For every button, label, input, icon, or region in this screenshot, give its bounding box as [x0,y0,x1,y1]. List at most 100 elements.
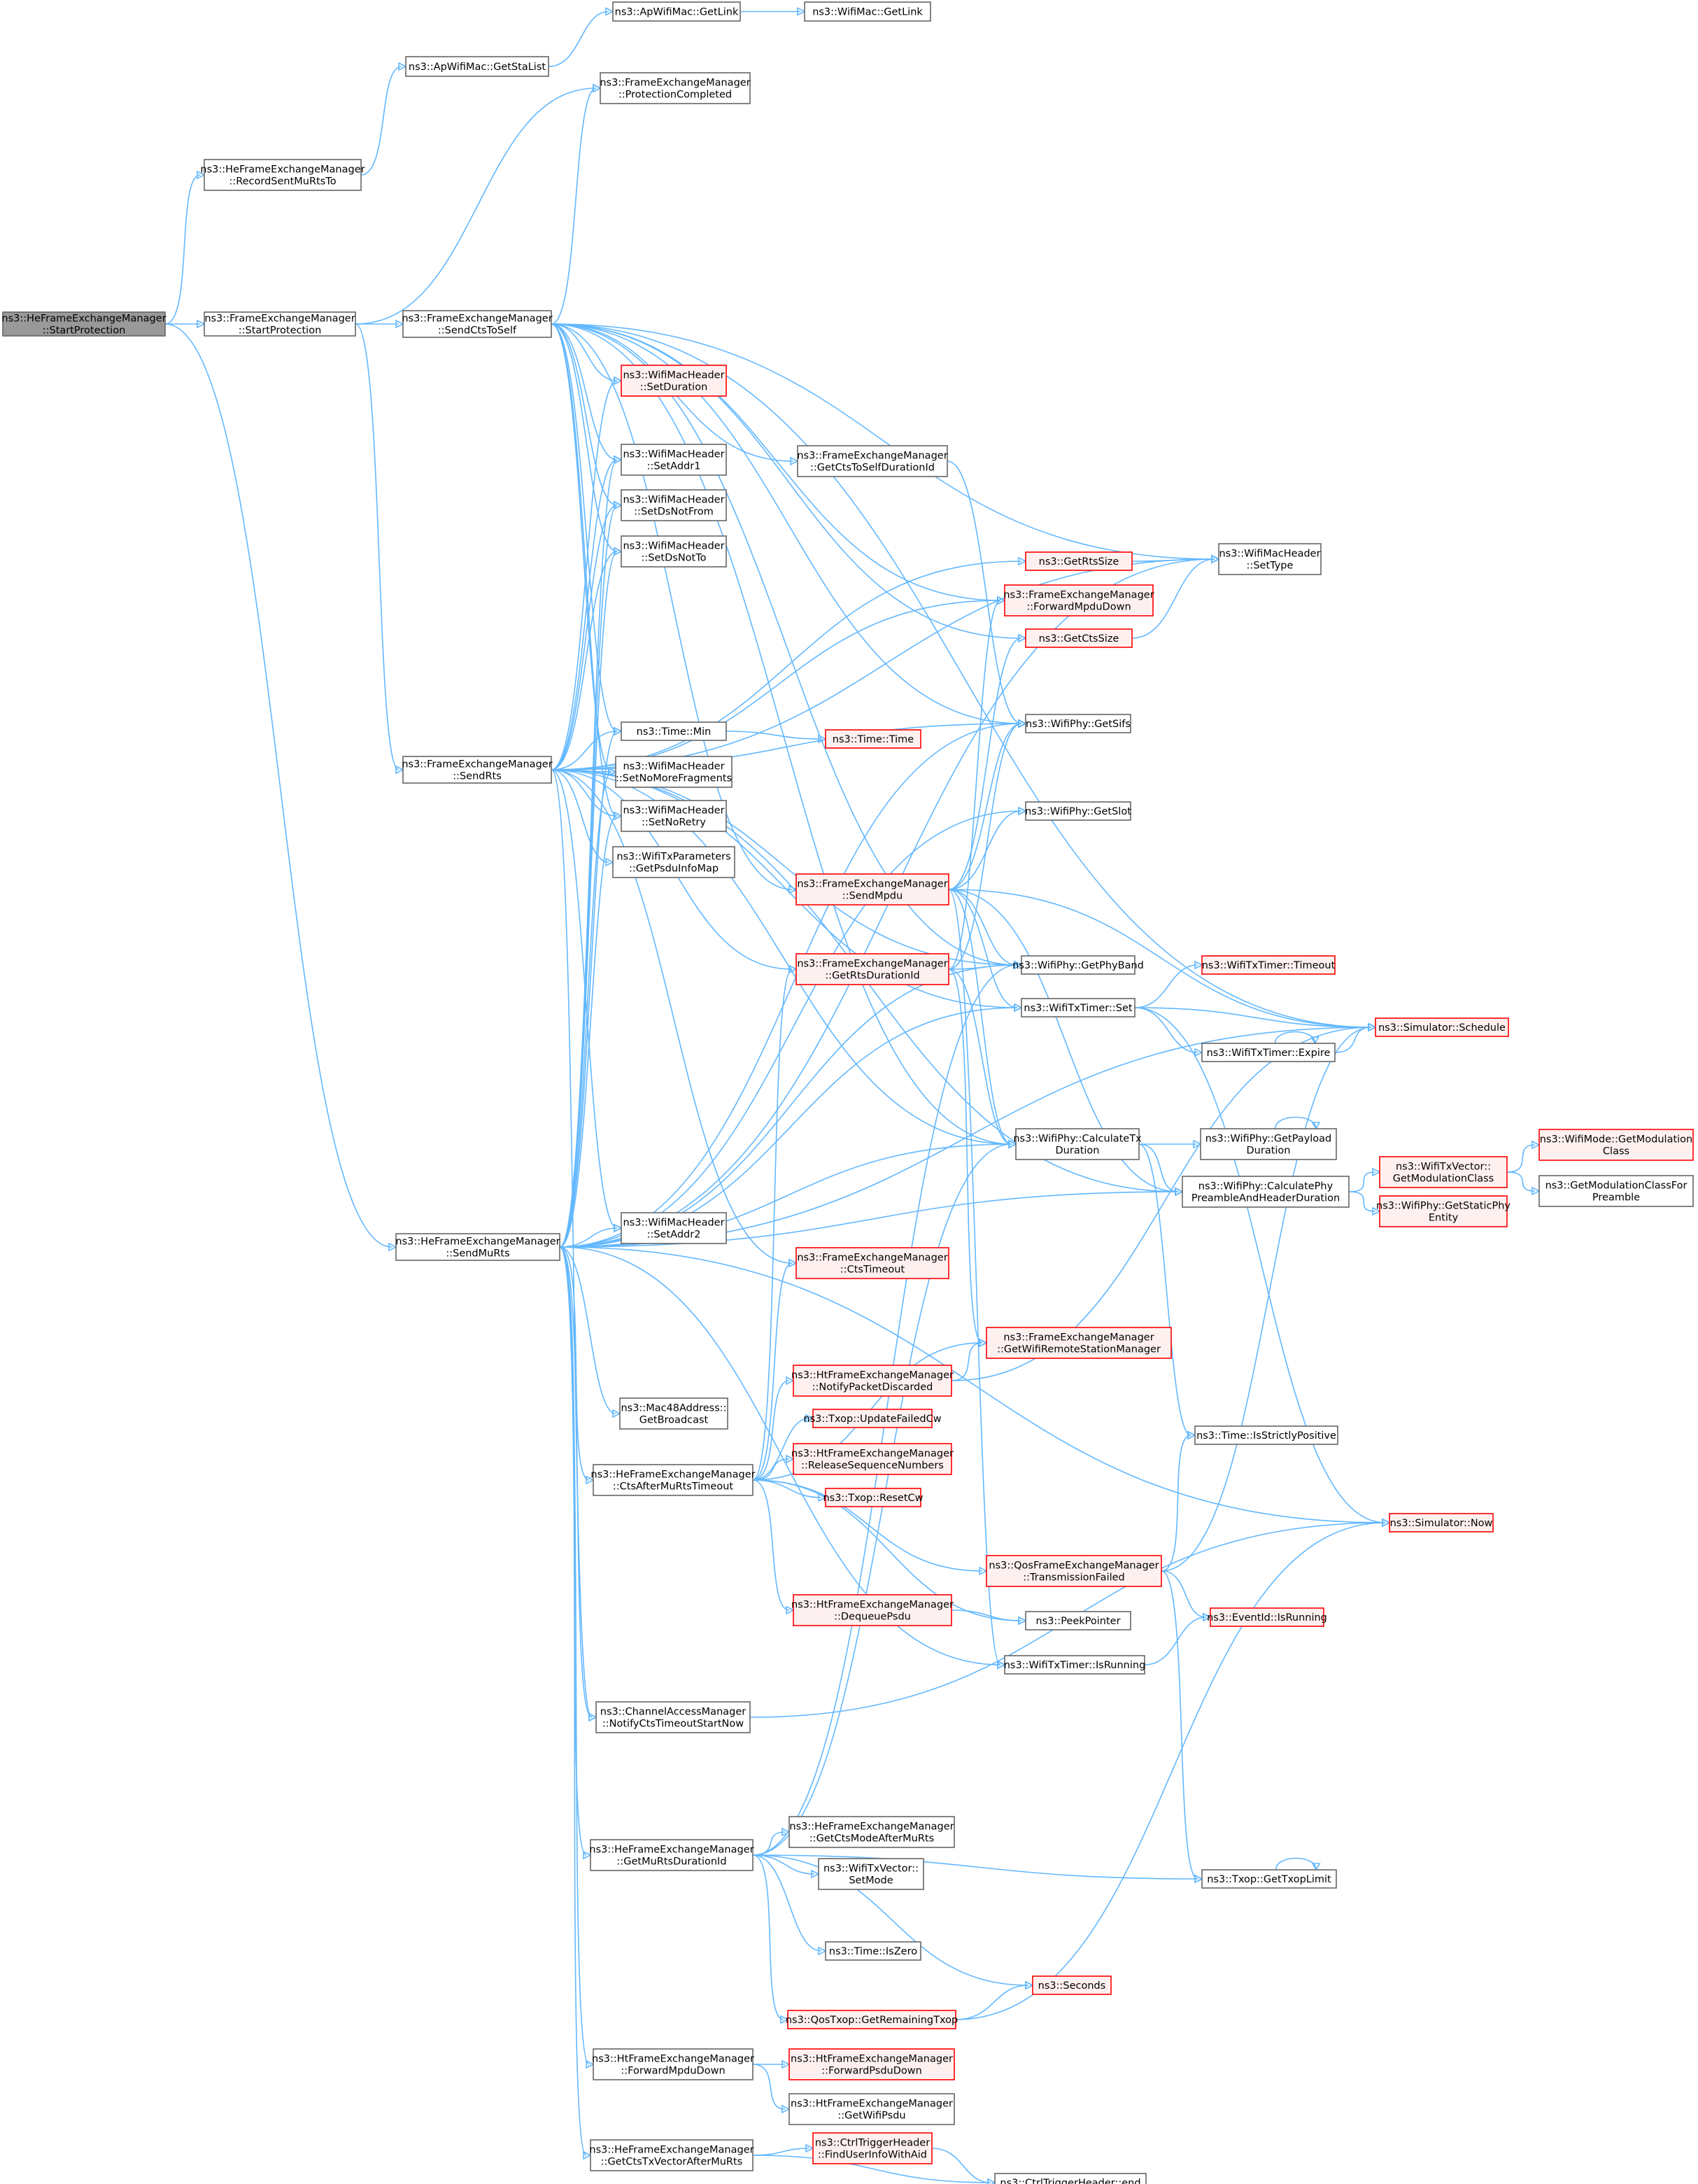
function-node-seconds[interactable]: ns3::Seconds [1032,1975,1112,1995]
function-node-sendCtsToSelf[interactable]: ns3::FrameExchangeManager::SendCtsToSelf [402,310,553,338]
node-label-line: ::CtsTimeout [840,1264,905,1276]
arrowhead [781,2104,791,2114]
node-label-line: ns3::WifiPhy::GetSlot [1025,806,1131,817]
function-node-mac48Broadcast[interactable]: ns3::Mac48Address::GetBroadcast [619,1397,728,1430]
function-node-txvSetMode[interactable]: ns3::WifiTxVector::SetMode [818,1858,924,1890]
function-node-getTxopLimit[interactable]: ns3::Txop::GetTxopLimit [1201,1869,1337,1889]
function-node-setType[interactable]: ns3::WifiMacHeader::SetType [1218,543,1322,575]
function-node-calcPhyPre[interactable]: ns3::WifiPhy::CalculatePhyPreambleAndHea… [1182,1176,1350,1208]
function-node-timerTimeout[interactable]: ns3::WifiTxTimer::Timeout [1201,955,1336,975]
function-node-ctsTimeout[interactable]: ns3::FrameExchangeManager::CtsTimeout [795,1247,949,1279]
function-node-heGetCtsTxv[interactable]: ns3::HeFrameExchangeManager::GetCtsTxVec… [589,2139,754,2171]
node-label-line: ::StartProtection [43,325,126,337]
function-node-heGetCtsMode[interactable]: ns3::HeFrameExchangeManager::GetCtsModeA… [788,1816,955,1848]
function-node-ctsAfterMuRts[interactable]: ns3::HeFrameExchangeManager::CtsAfterMuR… [590,1464,756,1496]
function-node-peekPointer[interactable]: ns3::PeekPointer [1025,1611,1131,1630]
function-node-htGetWifiPsdu[interactable]: ns3::HtFrameExchangeManager::GetWifiPsdu [788,2093,955,2125]
function-node-notifyCtsTimeout[interactable]: ns3::ChannelAccessManager::NotifyCtsTime… [595,1701,751,1733]
node-box [395,1233,560,1261]
function-node-sendMpdu[interactable]: ns3::FrameExchangeManager::SendMpdu [795,873,949,906]
function-node-getSlot[interactable]: ns3::WifiPhy::GetSlot [1025,801,1131,821]
function-node-simSchedule[interactable]: ns3::Simulator::Schedule [1375,1017,1509,1037]
function-node-isStrictlyPos[interactable]: ns3::Time::IsStrictlyPositive [1194,1425,1338,1445]
function-node-sendRts[interactable]: ns3::FrameExchangeManager::SendRts [402,756,553,784]
function-node-fwdMpduDown[interactable]: ns3::FrameExchangeManager::ForwardMpduDo… [1003,584,1154,617]
call-edges [164,7,1541,2184]
function-node-getStaList[interactable]: ns3::ApWifiMac::GetStaList [405,56,549,77]
function-node-setAddr2[interactable]: ns3::WifiMacHeader::SetAddr2 [621,1212,727,1244]
function-node-getPsduInfoMap[interactable]: ns3::WifiTxParameters::GetPsduInfoMap [612,846,735,878]
function-node-getRtsDurId[interactable]: ns3::FrameExchangeManager::GetRtsDuratio… [795,953,949,985]
function-node-sendMuRts[interactable]: ns3::HeFrameExchangeManager::SendMuRts [395,1233,560,1261]
call-edge-timerSet-to-timerExpire [1134,1007,1203,1057]
function-node-setAddr1[interactable]: ns3::WifiMacHeader::SetAddr1 [621,444,727,476]
function-node-apGetLink[interactable]: ns3::ApWifiMac::GetLink [612,1,741,22]
function-node-setDuration[interactable]: ns3::WifiMacHeader::SetDuration [621,365,727,397]
function-node-htFwdPsduDown[interactable]: ns3::HtFrameExchangeManager::ForwardPsdu… [788,2048,955,2080]
function-node-htDequeuePsdu[interactable]: ns3::HtFrameExchangeManager::DequeuePsdu [791,1594,954,1626]
function-node-timeMin[interactable]: ns3::Time::Min [621,721,727,741]
arrowhead [997,596,1006,605]
function-node-getCtsSize[interactable]: ns3::GetCtsSize [1025,628,1133,648]
function-node-timerSet[interactable]: ns3::WifiTxTimer::Set [1021,998,1135,1017]
function-node-ctrlEnd[interactable]: ns3::CtrlTriggerHeader::end [994,2173,1147,2184]
function-node-timerExpire[interactable]: ns3::WifiTxTimer::Expire [1201,1043,1336,1062]
node-label-line: ns3::WifiMacHeader [1219,549,1320,560]
function-node-recordSent[interactable]: ns3::HeFrameExchangeManager::RecordSentM… [200,159,365,191]
function-node-getModClassTxv[interactable]: ns3::WifiTxVector::GetModulationClass [1379,1156,1508,1188]
function-node-getCtsToSelfDur[interactable]: ns3::FrameExchangeManager::GetCtsToSelfD… [797,445,948,477]
node-box [1004,1655,1145,1675]
function-node-protCompleted[interactable]: ns3::FrameExchangeManager::ProtectionCom… [600,72,751,104]
node-label-line: ns3::Txop::UpdateFailedCw [803,1414,941,1425]
function-node-updFailedCw[interactable]: ns3::Txop::UpdateFailedCw [803,1409,942,1428]
node-label-line: ::SetType [1247,561,1294,572]
function-node-setNoRetry[interactable]: ns3::WifiMacHeader::SetNoRetry [621,800,727,832]
function-node-getWifiRSM[interactable]: ns3::FrameExchangeManager::GetWifiRemote… [986,1327,1172,1359]
arrowhead [1018,556,1027,566]
node-box [1379,1156,1508,1188]
function-node-getPhyBand[interactable]: ns3::WifiPhy::GetPhyBand [1012,955,1144,975]
function-node-eventIsRunning[interactable]: ns3::EventId::IsRunning [1207,1607,1327,1627]
node-box [788,2093,955,2125]
function-node-setNoMoreFrag[interactable]: ns3::WifiMacHeader::SetNoMoreFragments [615,756,733,788]
function-node-timerIsRunning[interactable]: ns3::WifiTxTimer::IsRunning [1004,1655,1146,1675]
arrowhead [586,1475,595,1485]
function-node-findUserInfo[interactable]: ns3::CtrlTriggerHeader::FindUserInfoWith… [812,2132,933,2164]
function-node-htFwdMpduDown[interactable]: ns3::HtFrameExchangeManager::ForwardMpdu… [592,2048,754,2080]
call-edge-timerSet-to-simNow [1134,1007,1391,1528]
function-node-setDsNotTo[interactable]: ns3::WifiMacHeader::SetDsNotTo [621,535,727,568]
node-box [1375,1017,1509,1037]
function-node-getRtsSize[interactable]: ns3::GetRtsSize [1025,551,1133,571]
function-node-resetCw[interactable]: ns3::Txop::ResetCw [823,1488,924,1507]
function-node-qosTxFailed[interactable]: ns3::QosFrameExchangeManager::Transmissi… [986,1555,1162,1587]
call-edge-femStartProt-to-protCompleted [355,83,602,325]
function-node-htReleaseSeq[interactable]: ns3::HtFrameExchangeManager::ReleaseSequ… [791,1443,954,1475]
node-box [1200,1128,1337,1160]
call-edge-femStartProt-to-sendRts [355,323,404,775]
node-box [1389,1513,1494,1533]
function-node-timeIsZero[interactable]: ns3::Time::IsZero [825,1941,921,1961]
function-node-getMuRtsDurId[interactable]: ns3::HeFrameExchangeManager::GetMuRtsDur… [589,1839,754,1871]
function-node-htNotifyDiscard[interactable]: ns3::HtFrameExchangeManager::NotifyPacke… [791,1365,954,1397]
call-edge-sendMuRts-to-ctsAfterMuRts [559,1246,595,1485]
call-edge-sendMuRts-to-timerIsRunning [559,1246,1006,1670]
node-label-line: ns3::HeFrameExchangeManager [395,1237,560,1248]
function-node-getModClassMode[interactable]: ns3::WifiMode::GetModulationClass [1538,1129,1694,1161]
node-label-line: ns3::WifiMacHeader [623,1218,724,1229]
arrowhead [593,83,602,93]
node-label-line: ::SetNoRetry [642,817,706,829]
function-node-simNow[interactable]: ns3::Simulator::Now [1389,1513,1494,1533]
call-edge-getMuRtsDurId-to-getTxopLimit [752,1854,1203,1884]
node-box [621,721,727,741]
node-label-line: ns3::PeekPointer [1035,1616,1120,1627]
function-node-setDsNotFrom[interactable]: ns3::WifiMacHeader::SetDsNotFrom [621,489,727,521]
function-node-getSifs[interactable]: ns3::WifiPhy::GetSifs [1025,714,1131,733]
function-node-qosGetRemTxop[interactable]: ns3::QosTxop::GetRemainingTxop [786,2010,958,2029]
function-node-wifiGetLink[interactable]: ns3::WifiMac::GetLink [804,1,931,22]
function-node-timeTime[interactable]: ns3::Time::Time [825,729,921,749]
function-node-femStartProt[interactable]: ns3::FrameExchangeManager::StartProtecti… [204,311,356,337]
